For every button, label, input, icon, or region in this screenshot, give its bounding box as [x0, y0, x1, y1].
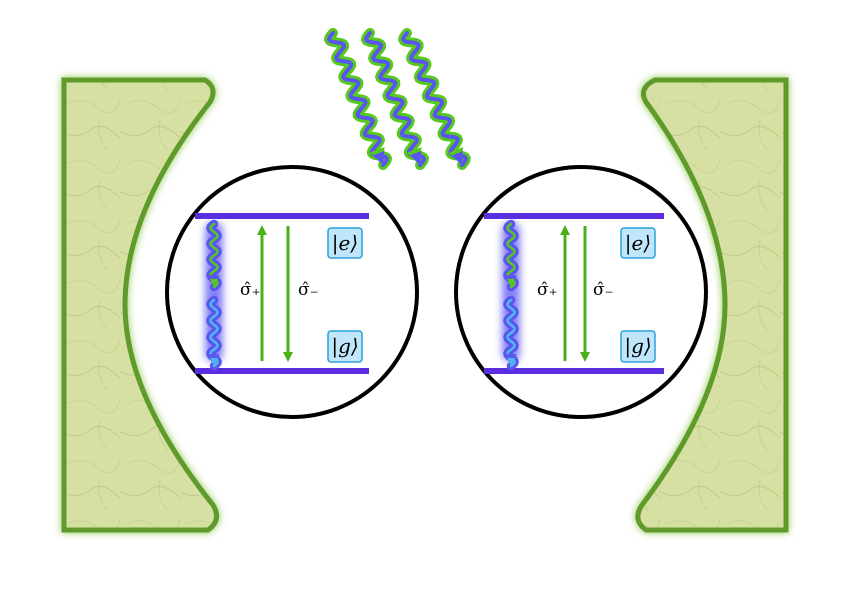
- photon-head: [451, 151, 463, 165]
- photon-head: [507, 357, 515, 366]
- photon-head: [372, 151, 385, 165]
- excited-state-label: |e⟩: [625, 231, 651, 256]
- ground-state-box: [620, 330, 656, 363]
- ground-state-box: [327, 330, 363, 363]
- spontaneous-emission-photon-icon: [502, 219, 520, 371]
- sigma-plus-label: σ̂₊: [240, 280, 261, 300]
- sigma-minus-label: σ̂₋: [298, 280, 319, 300]
- photon-icon-group: [323, 28, 471, 170]
- photon-head: [409, 151, 422, 165]
- left-mirror: [61, 77, 220, 533]
- atom-left: σ̂₊ σ̂₋ |e⟩ |g⟩: [165, 165, 419, 419]
- sigma-minus-label: σ̂₋: [593, 280, 614, 300]
- photon-head: [210, 357, 218, 366]
- incoming-photons: [323, 28, 471, 170]
- spontaneous-emission-photon-icon: [205, 219, 223, 371]
- right-mirror-icon: [635, 77, 789, 533]
- atom-circle: [454, 165, 708, 419]
- excited-state-box: [327, 227, 363, 259]
- photon-head: [210, 278, 218, 287]
- atom-circle: [165, 165, 419, 419]
- left-mirror-icon: [61, 77, 220, 533]
- photon-head: [507, 278, 515, 287]
- photon-wave: [364, 31, 426, 167]
- right-mirror: [635, 77, 789, 533]
- photon-wave: [327, 31, 389, 167]
- ground-state-label: |g⟩: [624, 334, 651, 359]
- excited-state-label: |e⟩: [332, 231, 358, 256]
- sigma-plus-label: σ̂₊: [537, 280, 558, 300]
- excited-state-box: [620, 227, 656, 259]
- photon-wave: [401, 31, 468, 167]
- ground-state-label: |g⟩: [331, 334, 358, 359]
- atom-right: σ̂₊ σ̂₋ |e⟩ |g⟩: [454, 165, 708, 419]
